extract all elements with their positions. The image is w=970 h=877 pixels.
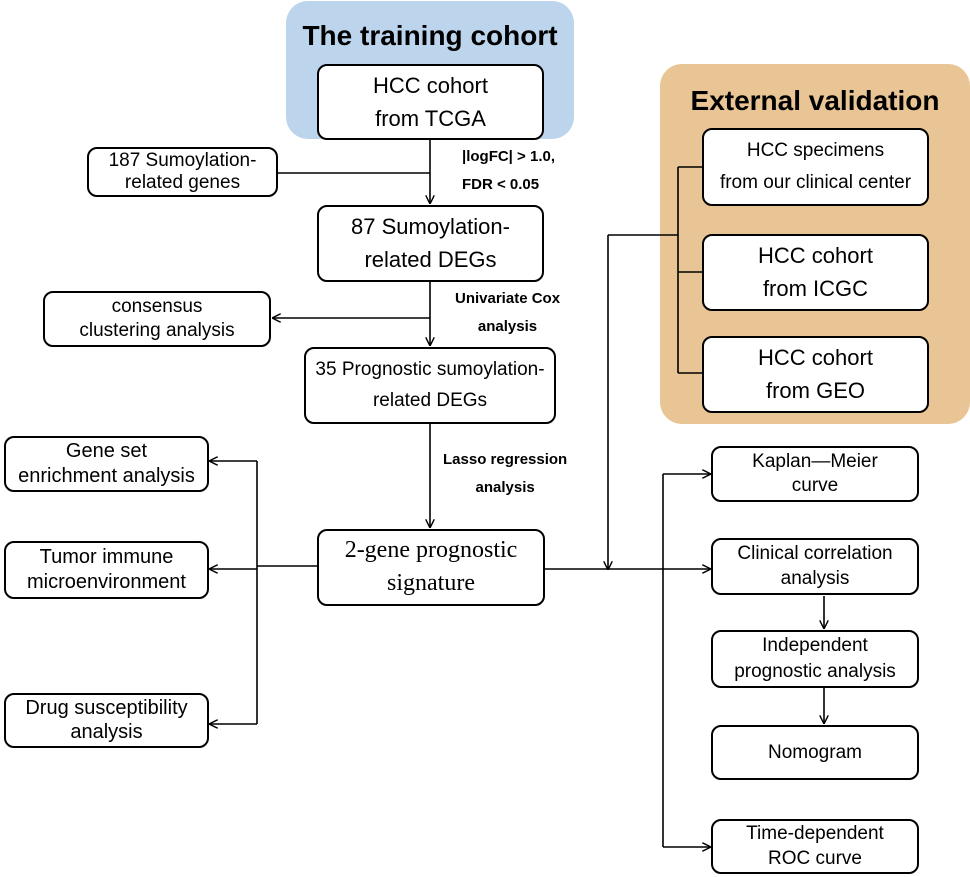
filter-criteria-label: |logFC| > 1.0,FDR < 0.05 — [462, 148, 555, 193]
deg35-box: 35 Prognostic sumoylation-related DEGs — [304, 347, 556, 424]
nomogram-box: Nomogram — [711, 725, 919, 780]
deg87-box: 87 Sumoylation-related DEGs — [317, 205, 544, 282]
training-cohort-title: The training cohort — [302, 20, 558, 51]
sumoylation-genes-box: 187 Sumoylation-related genes — [87, 147, 278, 197]
external-validation-title: External validation — [690, 85, 940, 116]
